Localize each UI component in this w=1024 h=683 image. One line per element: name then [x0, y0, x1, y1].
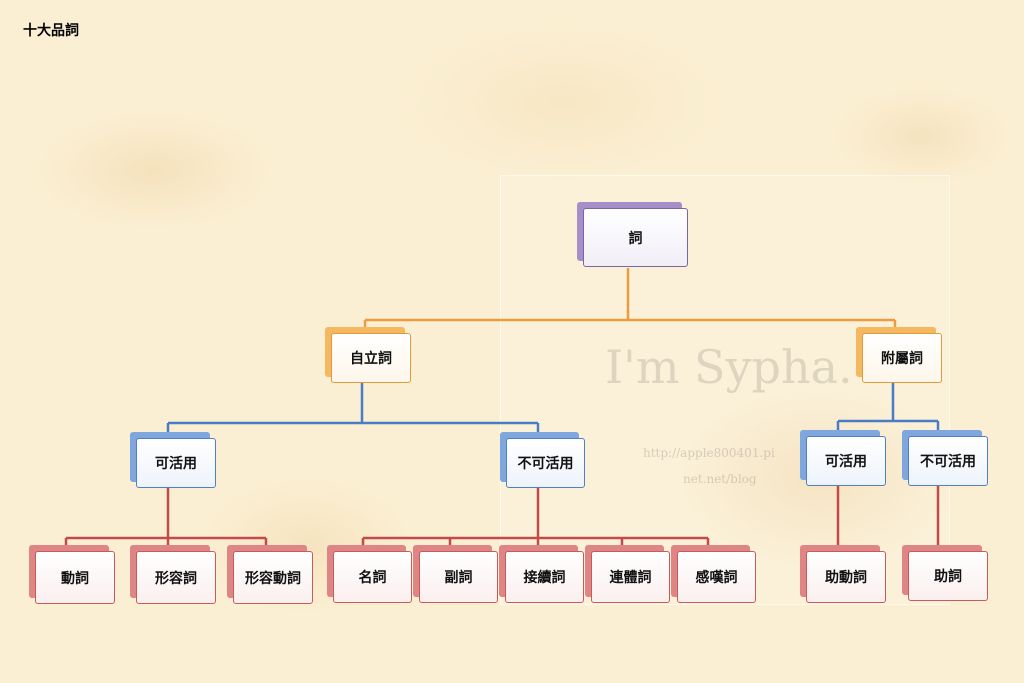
- watermark-url: http://apple800401.pi: [643, 446, 775, 460]
- node-dependent: 附屬詞: [856, 327, 942, 383]
- node-root: 詞: [577, 202, 688, 267]
- node-adjective: 形容詞: [130, 545, 216, 604]
- node-particle: 助詞: [902, 545, 988, 601]
- watermark-url-2: net.net/blog: [683, 472, 757, 486]
- node-prenoun-adjectival: 連體詞: [585, 545, 670, 603]
- page-title: 十大品詞: [23, 23, 79, 39]
- watermark-text: I'm Sypha.: [605, 340, 853, 394]
- node-verb: 動詞: [29, 545, 115, 604]
- node-conjunction: 接續詞: [499, 545, 584, 603]
- node-dep-nonconjugable: 不可活用: [902, 430, 988, 486]
- node-adjectival-verb: 形容動詞: [227, 545, 313, 604]
- watermark-frame: [500, 175, 950, 605]
- node-noun: 名詞: [327, 545, 412, 603]
- node-ind-nonconjugable: 不可活用: [500, 432, 585, 488]
- node-interjection: 感嘆詞: [671, 545, 756, 603]
- node-dep-conjugable: 可活用: [800, 430, 886, 486]
- node-independent: 自立詞: [325, 327, 411, 383]
- node-adverb: 副詞: [413, 545, 498, 603]
- node-ind-conjugable: 可活用: [130, 432, 216, 488]
- node-auxiliary-verb: 助動詞: [800, 545, 886, 603]
- level2-connectors: [64, 486, 940, 551]
- root-connectors: [363, 268, 897, 333]
